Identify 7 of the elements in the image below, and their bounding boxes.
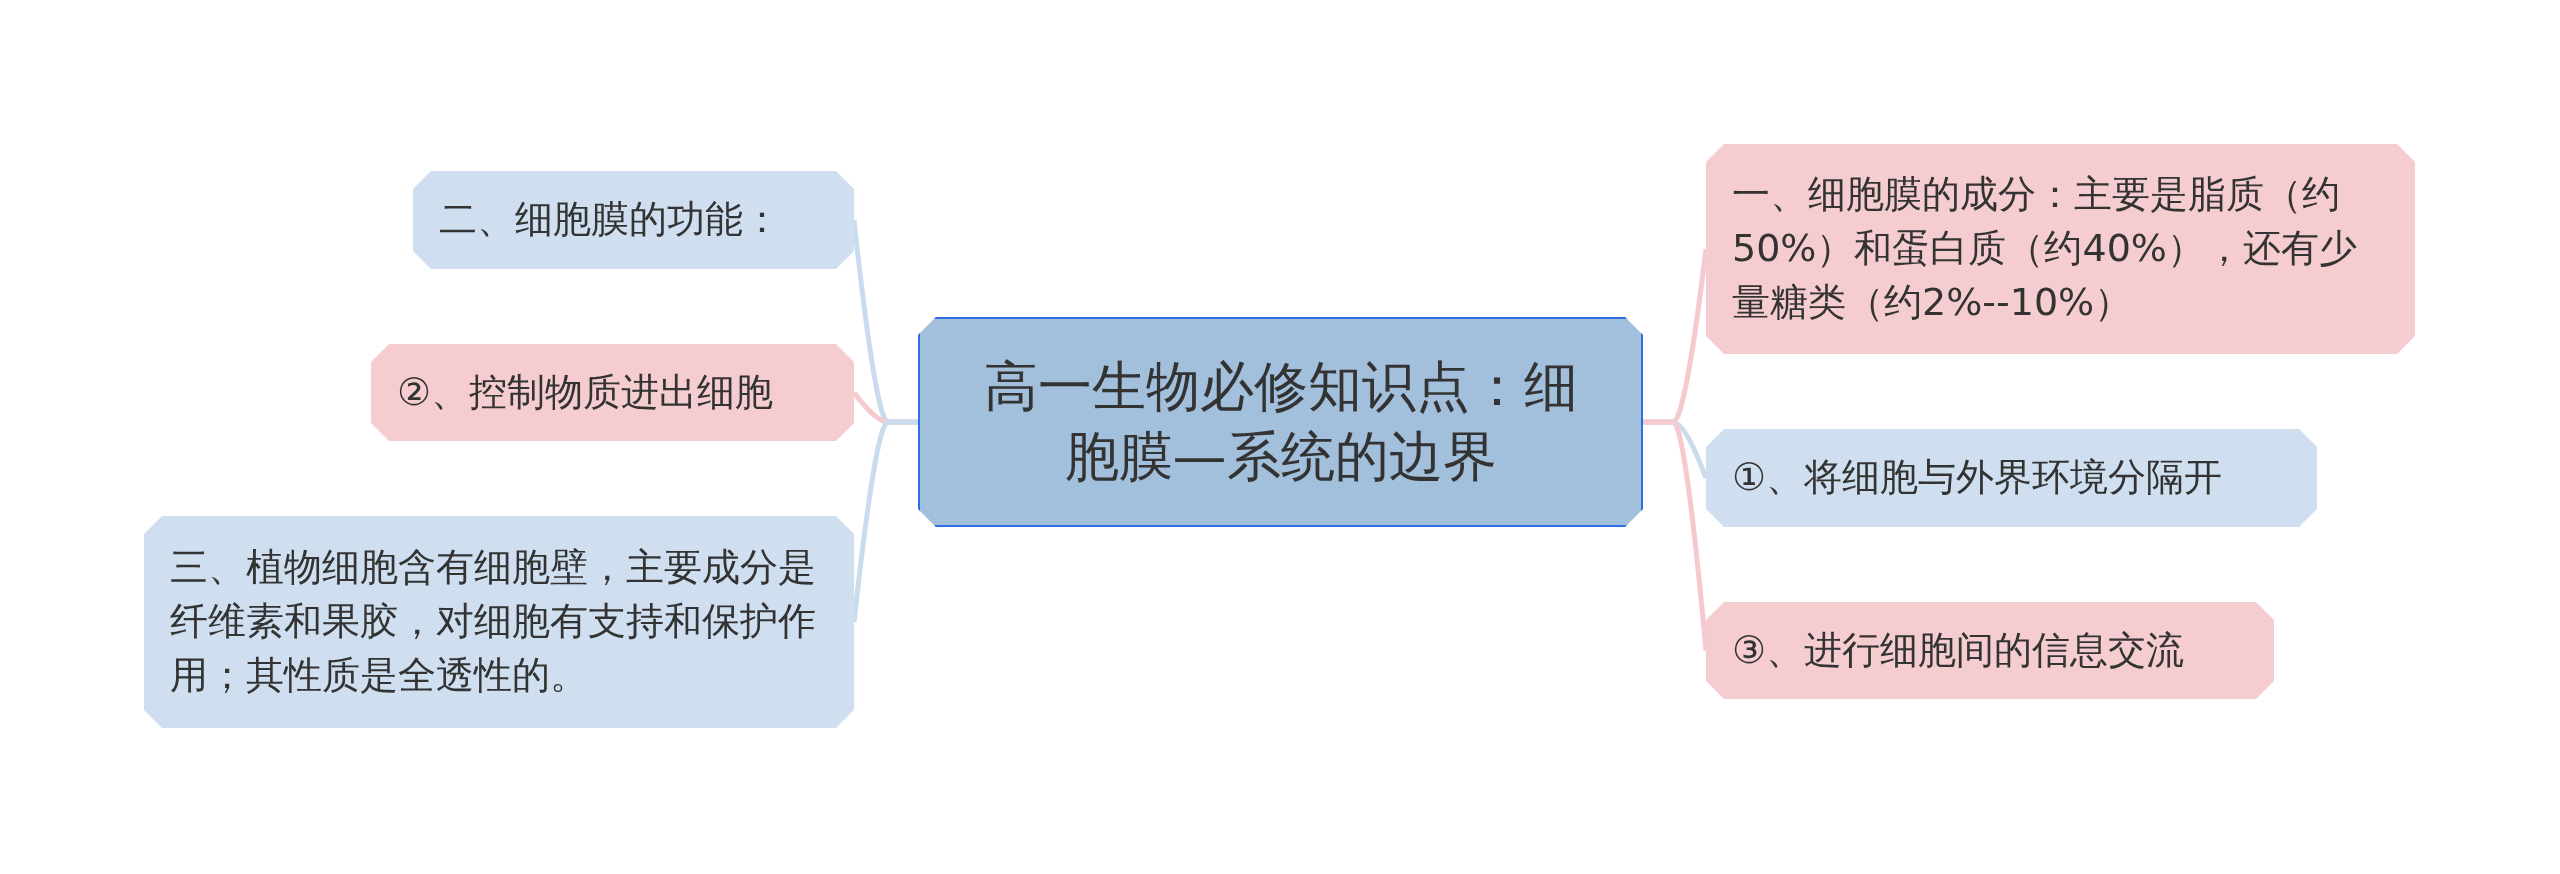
topic-box: 三、植物细胞含有细胞壁，主要成分是纤维素和果胶，对细胞有支持和保护作用；其性质是全透性的。 [144, 516, 854, 728]
topic-box: 一、细胞膜的成分：主要是脂质（约50%）和蛋白质（约40%），还有少量糖类（约2%--10%） [1706, 144, 2415, 354]
topic-box: ③、进行细胞间的信息交流 [1706, 602, 2274, 699]
topic-box: 二、细胞膜的功能： [413, 171, 854, 269]
topic-box: ②、控制物质进出细胞 [371, 344, 854, 441]
central-topic-box: 高一生物必修知识点：细胞膜—系统的边界 [918, 317, 1643, 527]
topic-box: ①、将细胞与外界环境分隔开 [1706, 429, 2317, 527]
